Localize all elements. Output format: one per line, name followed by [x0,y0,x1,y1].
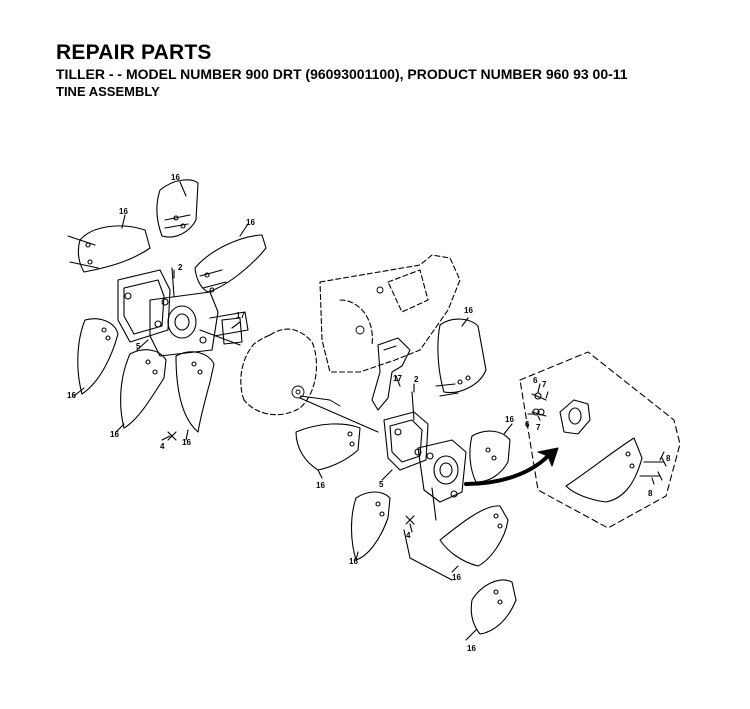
callout-2: 2 [178,263,183,272]
callout-16: 16 [182,438,191,447]
callout-16: 16 [171,173,180,182]
callout-4: 4 [406,531,411,540]
page-header: REPAIR PARTS TILLER - - MODEL NUMBER 900… [56,40,628,100]
callout-16: 16 [67,391,76,400]
callout-16: 16 [119,207,128,216]
section-title: TINE ASSEMBLY [56,84,160,99]
callout-4: 4 [160,442,165,451]
callout-6: 6 [533,376,538,385]
callout-8: 8 [666,454,671,463]
callout-16: 16 [467,644,476,653]
callout-7: 7 [536,423,541,432]
callout-2: 2 [414,375,419,384]
callout-6: 6 [525,420,530,429]
callout-5: 5 [136,342,141,351]
tiller-gearbox-outline [240,254,461,416]
callout-17: 17 [236,311,245,320]
callout-16: 16 [110,430,119,439]
callout-16: 16 [464,306,473,315]
detail-inset [519,351,681,529]
callout-16: 16 [316,481,325,490]
callout-16: 16 [505,415,514,424]
left-tine-assembly [67,179,267,441]
detail-arrow [464,447,559,486]
callout-7: 7 [542,380,547,389]
page-title: REPAIR PARTS [56,41,212,64]
callout-16: 16 [452,573,461,582]
callout-labels: 16 16 16 2 17 5 16 16 16 4 16 17 2 16 5 … [67,173,671,653]
callout-16: 16 [349,557,358,566]
callout-5: 5 [379,480,384,489]
center-tine-assembly [295,317,517,641]
tiller-gearbox-detail [291,286,384,407]
callout-17: 17 [393,374,402,383]
model-subtitle: TILLER - - MODEL NUMBER 900 DRT (9609300… [56,66,628,82]
callout-8: 8 [648,489,653,498]
callout-16: 16 [246,218,255,227]
